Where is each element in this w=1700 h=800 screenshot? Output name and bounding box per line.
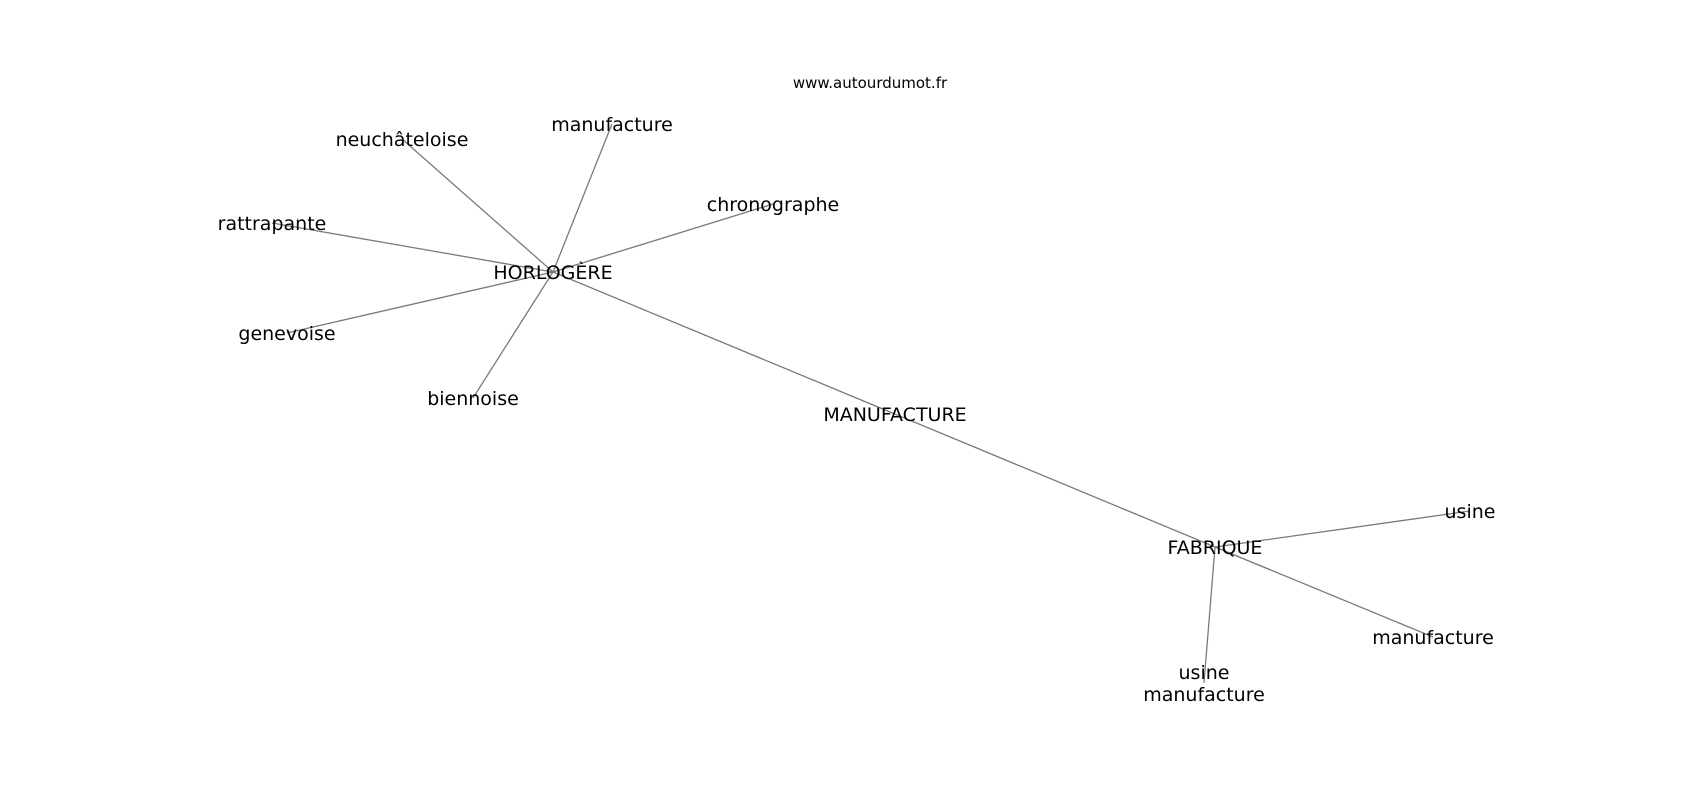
node-label-neuchateloise: neuchâteloise (336, 129, 469, 151)
edge-horlogere-biennoise (472, 271, 554, 399)
node-label-line: manufacture (1143, 684, 1265, 706)
node-label-rattrapante: rattrapante (218, 213, 327, 235)
node-label-biennoise: biennoise (427, 388, 519, 410)
edge-horlogere-rattrapante (271, 222, 554, 273)
node-label-line: manufacture (1372, 627, 1494, 649)
node-label-line: MANUFACTURE (823, 404, 966, 426)
node-label-line: genevoise (238, 323, 335, 345)
edge-horlogere-h_manufacture (552, 123, 613, 273)
edge-horlogere-fabrique (552, 271, 1216, 548)
node-label-chronographe: chronographe (707, 194, 839, 216)
node-label-h-manufacture: manufacture (551, 114, 673, 136)
node-label-fabrique: FABRIQUE (1168, 537, 1263, 559)
node-label-horlogere: HORLOGÈRE (493, 261, 612, 284)
edge-fabrique-usine (1214, 510, 1471, 548)
node-label-line: neuchâteloise (336, 129, 469, 151)
edge-fabrique-f_manufacture (1214, 546, 1434, 638)
node-label-line: FABRIQUE (1168, 537, 1263, 559)
node-label-genevoise: genevoise (238, 323, 335, 345)
edge-horlogere-neuchateloise (401, 138, 554, 273)
node-label-manufacture-center: MANUFACTURE (823, 404, 966, 426)
node-layer: MANUFACTURE HORLOGÈRE FABRIQUE manufacture n… (218, 114, 1496, 706)
edge-horlogere-chronographe (552, 203, 774, 273)
node-label-line: rattrapante (218, 213, 327, 235)
node-label-line: HORLOGÈRE (493, 261, 612, 284)
node-label-line: manufacture (551, 114, 673, 136)
node-label-line: chronographe (707, 194, 839, 216)
edge-horlogere-genevoise (286, 271, 554, 334)
node-label-f-manufacture: manufacture (1372, 627, 1494, 649)
node-label-line: usine (1445, 501, 1496, 523)
edge-layer (271, 123, 1471, 684)
node-label-usine: usine (1445, 501, 1496, 523)
credit-text: www.autourdumot.fr (793, 74, 948, 92)
node-label-line: usine (1179, 662, 1230, 684)
edge-fabrique-usine_manufacture (1203, 546, 1216, 684)
node-label-line: biennoise (427, 388, 519, 410)
